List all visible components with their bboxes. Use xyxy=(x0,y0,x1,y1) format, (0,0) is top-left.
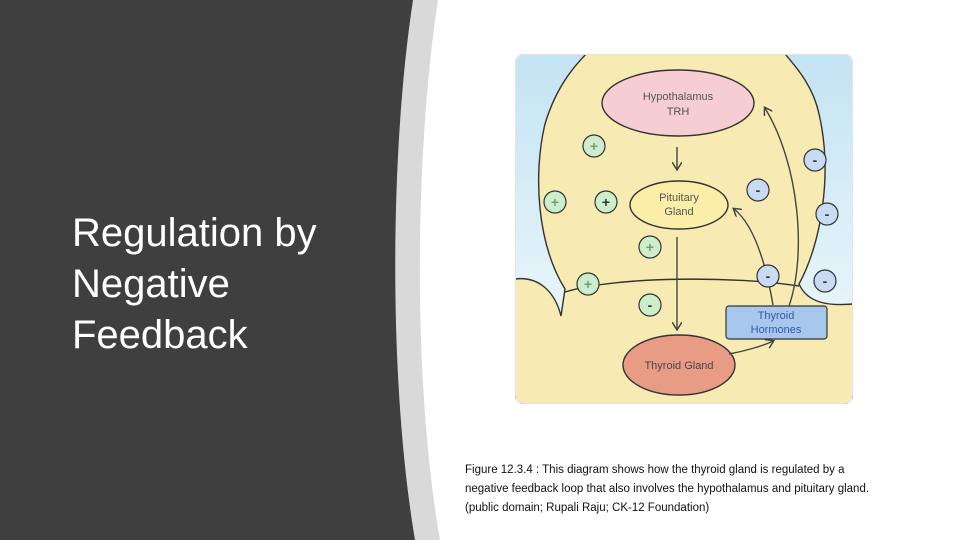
thyroid-hormones-node: Thyroid Hormones xyxy=(726,306,827,339)
hypothalamus-oval xyxy=(602,70,754,136)
plus-icon: + xyxy=(583,135,605,157)
plus-icon: + xyxy=(639,236,661,258)
slide-title: Regulation by Negative Feedback xyxy=(72,208,372,361)
plus-icon-glyph: + xyxy=(551,194,559,210)
minus-icon: - xyxy=(639,294,661,316)
minus-icon-glyph: - xyxy=(766,268,771,284)
trh-label: TRH xyxy=(667,106,690,118)
plus-icon-glyph: + xyxy=(590,138,598,154)
thyroid-label: Thyroid xyxy=(758,310,795,322)
hormones-label: Hormones xyxy=(751,324,802,336)
thyroid-gland-label: Thyroid Gland xyxy=(644,360,713,372)
minus-icon: - xyxy=(747,179,769,201)
minus-icon-glyph: - xyxy=(756,182,761,198)
caption-line-3: (public domain; Rupali Raju; CK-12 Found… xyxy=(465,499,935,518)
plus-icon-glyph: + xyxy=(646,239,654,255)
slide-title-line-2: Negative xyxy=(72,259,372,310)
plus-icon: + xyxy=(544,191,566,213)
minus-icon-glyph: - xyxy=(813,152,818,168)
plus-icon-glyph: + xyxy=(584,276,592,292)
pituitary-oval xyxy=(630,181,728,229)
plus-icon: + xyxy=(577,273,599,295)
plus-icon: + xyxy=(595,191,617,213)
hypothalamus-label: Hypothalamus xyxy=(643,91,714,103)
gland-label: Gland xyxy=(664,206,693,218)
minus-icon-glyph: - xyxy=(825,206,830,222)
minus-icon: - xyxy=(816,203,838,225)
caption-line-1: Figure 12.3.4 : This diagram shows how t… xyxy=(465,461,935,480)
minus-icon-glyph: - xyxy=(648,297,653,313)
minus-icon-glyph: - xyxy=(823,273,828,289)
hypothalamus-node: Hypothalamus TRH xyxy=(602,70,754,136)
figure-caption: Figure 12.3.4 : This diagram shows how t… xyxy=(465,461,935,518)
slide-title-line-3: Feedback xyxy=(72,310,372,361)
minus-icon: - xyxy=(804,149,826,171)
thyroid-feedback-diagram: Hypothalamus TRH Pituitary Gland Thyroid… xyxy=(515,54,853,404)
minus-icon: - xyxy=(757,265,779,287)
pituitary-node: Pituitary Gland xyxy=(630,181,728,229)
plus-icon-glyph: + xyxy=(602,194,610,210)
minus-icon: - xyxy=(814,270,836,292)
pituitary-label: Pituitary xyxy=(659,192,699,204)
caption-line-2: negative feedback loop that also involve… xyxy=(465,480,935,499)
slide-title-line-1: Regulation by xyxy=(72,208,372,259)
thyroid-gland-node: Thyroid Gland xyxy=(623,335,735,395)
